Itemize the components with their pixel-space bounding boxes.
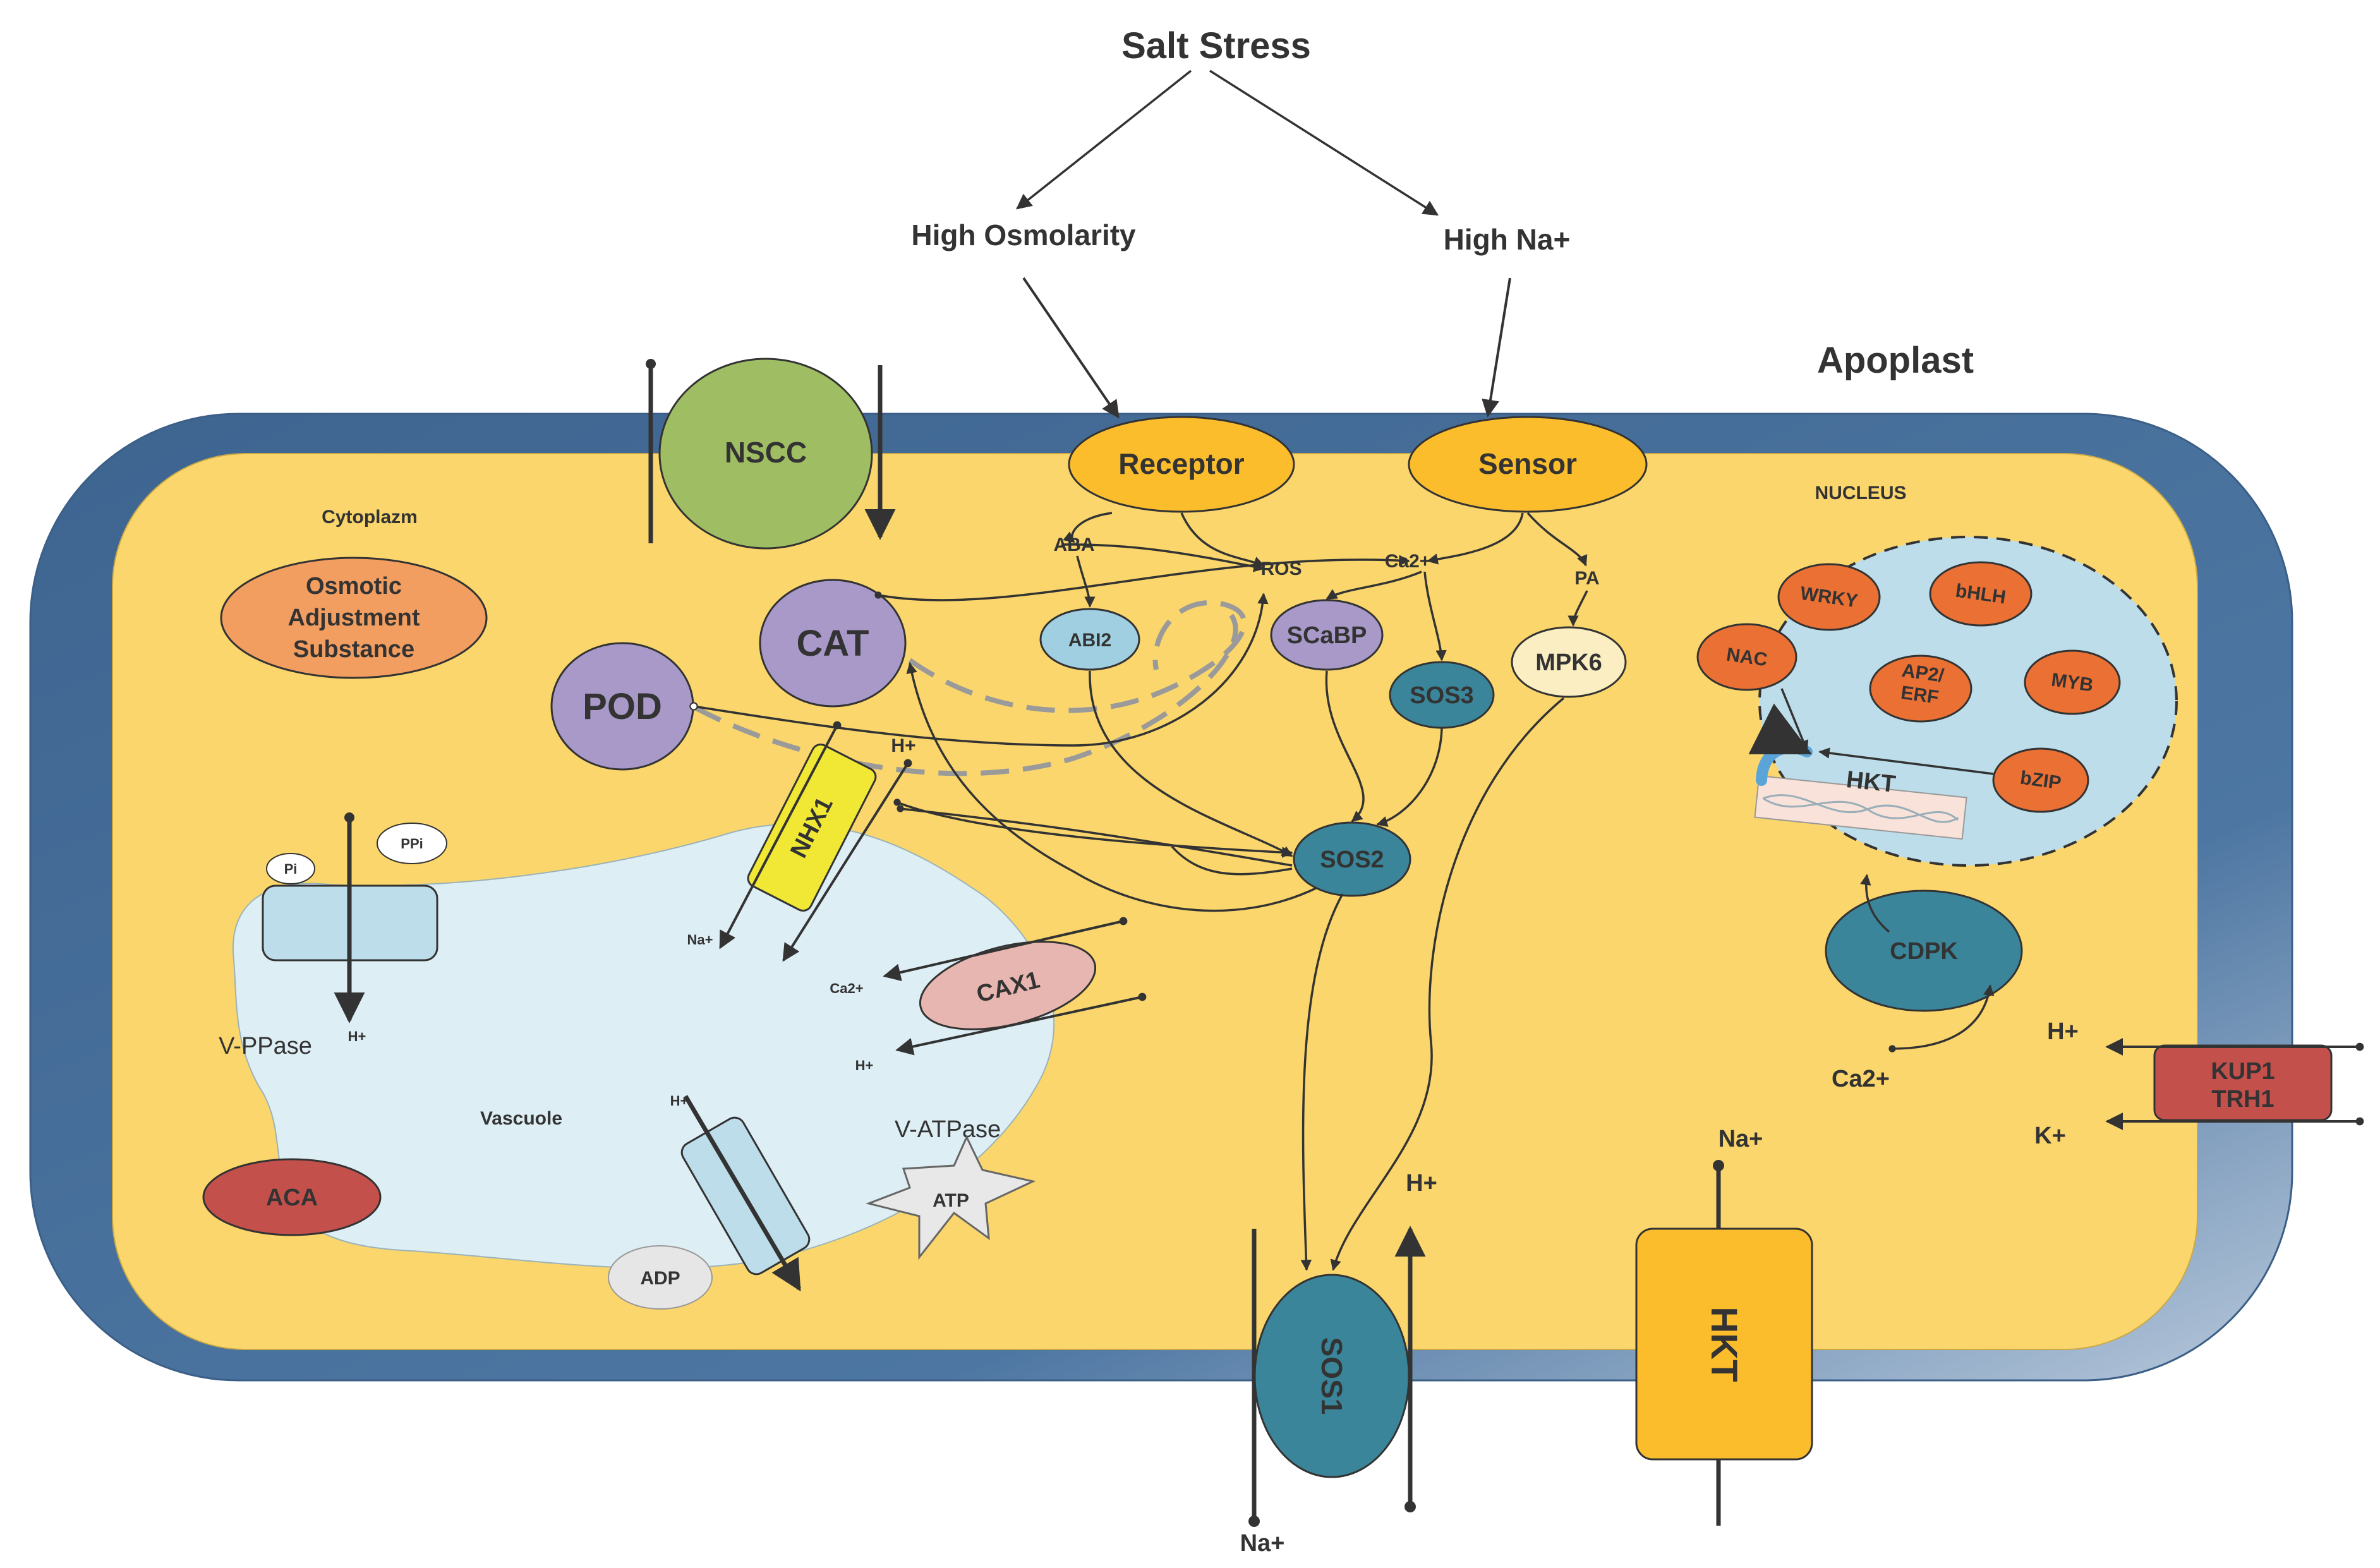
cdpk-ca-label: Ca2+ (1832, 1066, 1890, 1092)
apoplast-label: Apoplast (1817, 340, 1974, 381)
sos3-label: SOS3 (1410, 682, 1473, 709)
tf-nac (1696, 623, 1797, 691)
high-na-label: High Na+ (1444, 223, 1571, 256)
tf-bhlh (1929, 561, 2033, 627)
tf-bzip (1992, 747, 2089, 813)
cdpk-label: CDPK (1890, 938, 1958, 965)
cax1-h-label: H+ (855, 1058, 874, 1073)
abi2-label: ABI2 (1068, 630, 1111, 651)
kup1-label-line1: KUP1 (2211, 1058, 2274, 1085)
tf-ap2-erf (1869, 654, 1972, 723)
vacuole-label: Vascuole (480, 1108, 562, 1129)
nscc-label: NSCC (725, 436, 807, 469)
pi-label: Pi (284, 861, 298, 877)
aca-label: ACA (266, 1185, 318, 1211)
nucleus-label: NUCLEUS (1815, 483, 1906, 504)
cat-label: CAT (797, 623, 869, 664)
mpk6 (1511, 626, 1627, 698)
pi-bubble (266, 853, 315, 884)
atp-label: ATP (933, 1190, 969, 1211)
pod-label: POD (583, 686, 662, 727)
osmotic-label-line3: Substance (293, 636, 414, 663)
hkt-label: HKT (1703, 1306, 1744, 1382)
scabp (1270, 599, 1384, 671)
adp-bubble (608, 1245, 713, 1310)
sos2 (1293, 821, 1411, 897)
pa-label: PA (1574, 568, 1599, 589)
ppi-label: PPi (401, 836, 423, 852)
sensor[interactable] (1408, 416, 1648, 513)
cax1-ca-label: Ca2+ (830, 980, 863, 996)
mpk6-label: MPK6 (1535, 649, 1602, 676)
adp-label: ADP (640, 1268, 680, 1289)
receptor-label: Receptor (1118, 447, 1244, 480)
aca-pump (202, 1158, 382, 1236)
tf-myb (2024, 649, 2121, 715)
nhx1-h-label: H+ (891, 735, 915, 756)
scabp-label: SCaBP (1287, 622, 1367, 649)
hkt-transporter[interactable] (1635, 1227, 1813, 1461)
ppi-bubble (377, 823, 447, 864)
v-ppase-h-label: H+ (348, 1028, 366, 1044)
osmotic-label-line2: Adjustment (288, 605, 420, 631)
sos1-na-label: Na+ (1240, 1530, 1285, 1557)
hkt-gene-label: HKT (1845, 766, 1897, 798)
kup1-k-label: K+ (2034, 1123, 2066, 1149)
osmotic-label-line1: Osmotic (306, 573, 402, 600)
atp-burst (866, 1135, 1036, 1260)
nscc-channel[interactable] (658, 358, 873, 550)
sensor-label: Sensor (1478, 447, 1577, 480)
sos1-h-label: H+ (1406, 1170, 1437, 1197)
hkt-gene (1754, 775, 1967, 840)
v-ppase-label: V-PPase (219, 1033, 312, 1059)
tf-wrky (1777, 563, 1881, 631)
cytoplasm-label: Cytoplazm (322, 507, 418, 528)
diagram-title: Salt Stress (1121, 25, 1311, 66)
sos1-label: SOS1 (1315, 1337, 1348, 1415)
hkt-na-label: Na+ (1719, 1126, 1763, 1152)
osmotic-adjustment-substance (220, 557, 488, 679)
sos2-label: SOS2 (1320, 847, 1384, 873)
kup1-label-line2: TRH1 (2211, 1086, 2274, 1113)
kup1-h-label: H+ (2047, 1018, 2079, 1045)
nhx1-na-label: Na+ (687, 932, 713, 948)
sos1-antiporter[interactable] (1253, 1274, 1410, 1478)
receptor[interactable] (1068, 416, 1295, 513)
high-osmolarity-label: High Osmolarity (911, 219, 1136, 251)
v-atpase-label: V-ATPase (895, 1116, 1001, 1143)
v-atpase-h-label: H+ (670, 1093, 689, 1109)
